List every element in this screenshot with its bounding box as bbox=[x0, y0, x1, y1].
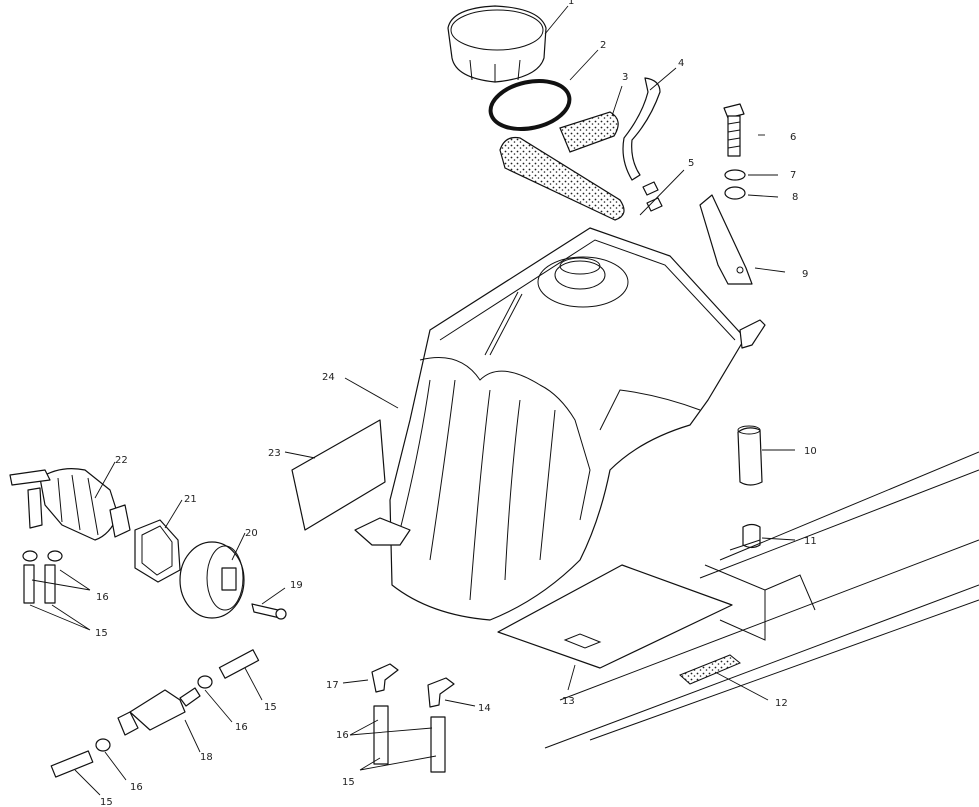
flat-washer bbox=[724, 186, 746, 200]
callout-6: 6 bbox=[790, 132, 796, 143]
callout-17: 17 bbox=[326, 680, 339, 691]
callout-16-pump: 16 bbox=[96, 592, 109, 603]
callout-13: 13 bbox=[562, 696, 575, 707]
callout-22: 22 bbox=[115, 455, 128, 466]
callout-4: 4 bbox=[678, 58, 684, 69]
fuel-hoses bbox=[23, 564, 446, 778]
callout-16-filter-left: 16 bbox=[130, 782, 143, 793]
fuel-cap bbox=[447, 5, 547, 83]
callout-labels: 1 2 3 4 5 6 7 8 9 10 11 12 13 14 15 15 1… bbox=[95, 0, 817, 807]
callout-9: 9 bbox=[802, 269, 808, 280]
spacer bbox=[737, 425, 763, 486]
foam-filter bbox=[499, 111, 625, 221]
elbow-fitting-14 bbox=[427, 677, 455, 708]
o-ring bbox=[488, 79, 572, 131]
vehicle-frame bbox=[544, 451, 979, 749]
hose-clamps bbox=[22, 550, 213, 752]
fuel-pump bbox=[9, 468, 131, 541]
vent-hose bbox=[622, 77, 661, 181]
vent-fittings bbox=[642, 181, 663, 212]
heat-shield bbox=[497, 564, 733, 669]
callout-14: 14 bbox=[478, 703, 491, 714]
callout-18: 18 bbox=[200, 752, 213, 763]
callout-21: 21 bbox=[184, 494, 197, 505]
callout-16-filter-right: 16 bbox=[235, 722, 248, 733]
bolt bbox=[723, 103, 745, 157]
callout-15-filter-right: 15 bbox=[264, 702, 277, 713]
lock-washer bbox=[724, 169, 746, 181]
callout-15-filter-left: 15 bbox=[100, 797, 113, 807]
callout-2: 2 bbox=[600, 40, 606, 51]
callout-1: 1 bbox=[568, 0, 574, 7]
screw bbox=[251, 603, 287, 620]
callout-7: 7 bbox=[790, 170, 796, 181]
fuel-tank bbox=[354, 227, 766, 621]
callout-5: 5 bbox=[688, 158, 694, 169]
elbow-fitting-17 bbox=[371, 663, 399, 693]
callout-16-elbows: 16 bbox=[336, 730, 349, 741]
callout-3: 3 bbox=[622, 72, 628, 83]
callout-23: 23 bbox=[268, 448, 281, 459]
pump-gasket bbox=[134, 519, 181, 583]
callout-11: 11 bbox=[804, 536, 817, 547]
fuel-filter bbox=[117, 687, 201, 736]
callout-19: 19 bbox=[290, 580, 303, 591]
tank-label bbox=[291, 419, 386, 531]
callout-24: 24 bbox=[322, 372, 335, 383]
mounting-bracket bbox=[699, 194, 753, 285]
callout-20: 20 bbox=[245, 528, 258, 539]
callout-12: 12 bbox=[775, 698, 788, 709]
leader-lines bbox=[29, 5, 796, 796]
callout-15-pump: 15 bbox=[95, 628, 108, 639]
pulse-cover bbox=[179, 541, 245, 619]
frame-pad bbox=[679, 654, 741, 685]
callout-15-elbows: 15 bbox=[342, 777, 355, 788]
callout-10: 10 bbox=[804, 446, 817, 457]
callout-8: 8 bbox=[792, 192, 798, 203]
